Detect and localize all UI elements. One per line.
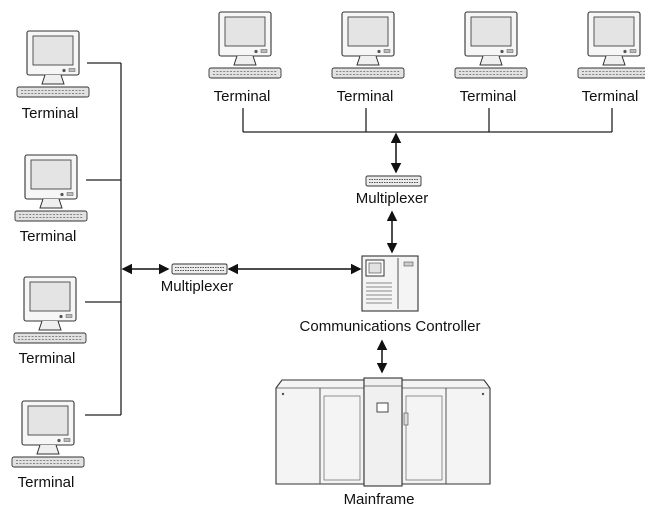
multiplexer-icon — [365, 175, 422, 187]
left-bus-wiring — [85, 62, 122, 416]
terminal-icon — [14, 154, 88, 222]
terminal-icon — [454, 11, 528, 79]
multiplexer-icon — [171, 263, 228, 275]
terminal-icon — [577, 11, 645, 79]
multiplexer-label: Multiplexer — [161, 278, 234, 295]
terminal-icon — [13, 276, 87, 344]
terminal-label: Terminal — [20, 228, 77, 245]
terminal-label: Terminal — [18, 474, 75, 491]
terminal-label: Terminal — [22, 105, 79, 122]
terminal-label: Terminal — [337, 88, 394, 105]
mainframe-label: Mainframe — [344, 491, 415, 507]
mainframe-icon — [275, 377, 491, 487]
communications-controller-icon — [361, 255, 419, 312]
terminal-label: Terminal — [582, 88, 639, 105]
communications-controller-label: Communications Controller — [300, 318, 481, 335]
multiplexer-label: Multiplexer — [356, 190, 429, 207]
terminal-label: Terminal — [214, 88, 271, 105]
terminal-label: Terminal — [460, 88, 517, 105]
terminal-icon — [11, 400, 85, 468]
terminal-icon — [16, 30, 90, 98]
terminal-icon — [208, 11, 282, 79]
terminal-label: Terminal — [19, 350, 76, 367]
top-bus-wiring — [242, 108, 613, 133]
terminal-icon — [331, 11, 405, 79]
